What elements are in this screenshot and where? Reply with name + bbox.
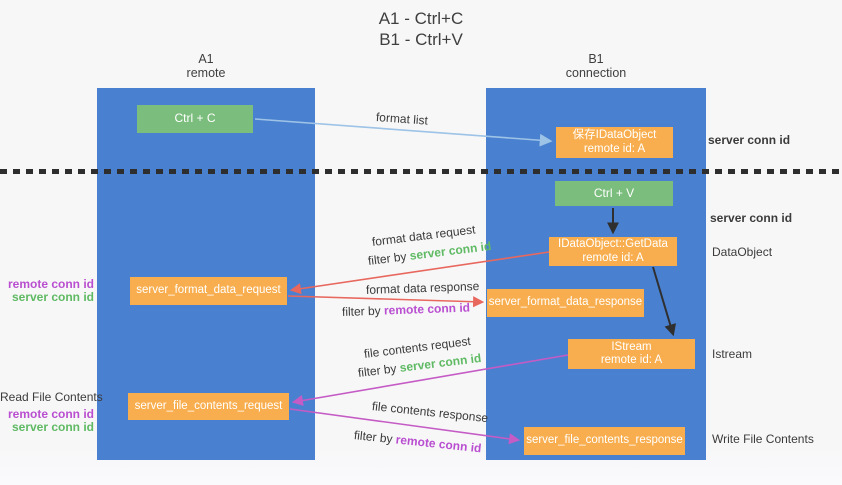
node-server-file-contents-request-label: server_file_contents_request <box>134 399 283 412</box>
file-contents-response-arrow <box>289 408 521 445</box>
node-server-file-contents-response-label: server_file_contents_response <box>526 434 683 447</box>
title-line-2: B1 - Ctrl+V <box>379 30 463 49</box>
title-line-1: A1 - Ctrl+C <box>378 9 464 28</box>
format-list-arrow <box>254 118 553 147</box>
left-label-read-file-contents: Read File Contents <box>0 390 103 404</box>
node-server-file-contents-response: server_file_contents_response <box>524 427 685 455</box>
column-b1-name: B1 <box>588 52 604 66</box>
node-server-format-data-response: server_format_data_response <box>487 289 644 317</box>
left-label-conn-ids-1: remote conn id server conn id <box>0 278 94 304</box>
node-server-format-data-request-label: server_format_data_request <box>136 284 281 297</box>
left-server-conn-id-1: server conn id <box>11 290 94 304</box>
node-ctrl-c-label: Ctrl + C <box>174 111 216 126</box>
column-a1-name: A1 <box>198 52 214 66</box>
node-server-file-contents-request: server_file_contents_request <box>128 393 289 420</box>
left-label-conn-ids-2: remote conn id server conn id <box>0 408 94 434</box>
column-a1-role: remote <box>186 66 226 80</box>
node-ctrl-v: Ctrl + V <box>555 181 673 206</box>
right-label-server-conn-id-mid: server conn id <box>710 211 793 225</box>
right-label-istream: Istream <box>712 347 753 361</box>
right-label-write-file-contents: Write File Contents <box>712 432 814 446</box>
file-contents-request-arrow <box>291 354 569 407</box>
node-idataobject-getdata-line1: IDataObject::GetData <box>558 238 668 250</box>
left-remote-conn-id-2: remote conn id <box>7 407 94 421</box>
node-istream-line2: remote id: A <box>600 354 663 366</box>
node-server-format-data-response-label: server_format_data_response <box>488 296 643 309</box>
node-save-idataobject: 保存IDataObject remote id: A <box>556 127 673 158</box>
node-server-format-data-request: server_format_data_request <box>130 277 287 305</box>
column-header-a1: A1 remote <box>97 52 315 80</box>
node-idataobject-getdata-line2: remote id: A <box>582 251 644 264</box>
column-header-b1: B1 connection <box>486 52 706 80</box>
format-data-request-arrow <box>289 251 550 295</box>
column-b1-role: connection <box>565 66 627 80</box>
node-idataobject-getdata: IDataObject::GetData remote id: A <box>549 237 677 266</box>
remote-conn-id-key: remote conn id <box>383 300 471 318</box>
right-label-dataobject: DataObject <box>712 245 773 259</box>
right-label-server-conn-id-top: server conn id <box>708 133 791 147</box>
left-server-conn-id-2: server conn id <box>11 420 94 434</box>
node-ctrl-c: Ctrl + C <box>137 105 253 133</box>
session-separator-dotted-line <box>0 169 842 174</box>
node-ctrl-v-label: Ctrl + V <box>593 185 635 200</box>
getdata-to-istream-arrow <box>652 266 677 337</box>
diagram-title: A1 - Ctrl+C B1 - Ctrl+V <box>0 8 842 50</box>
node-save-idataobject-line1: 保存IDataObject <box>572 129 657 141</box>
node-istream: IStream remote id: A <box>568 339 695 369</box>
node-save-idataobject-line2: remote id: A <box>583 142 646 155</box>
node-istream-line1: IStream <box>611 340 652 353</box>
filter-by-text: filter by <box>341 303 381 319</box>
left-remote-conn-id-1: remote conn id <box>7 277 94 291</box>
format-data-response-arrow <box>287 295 485 308</box>
